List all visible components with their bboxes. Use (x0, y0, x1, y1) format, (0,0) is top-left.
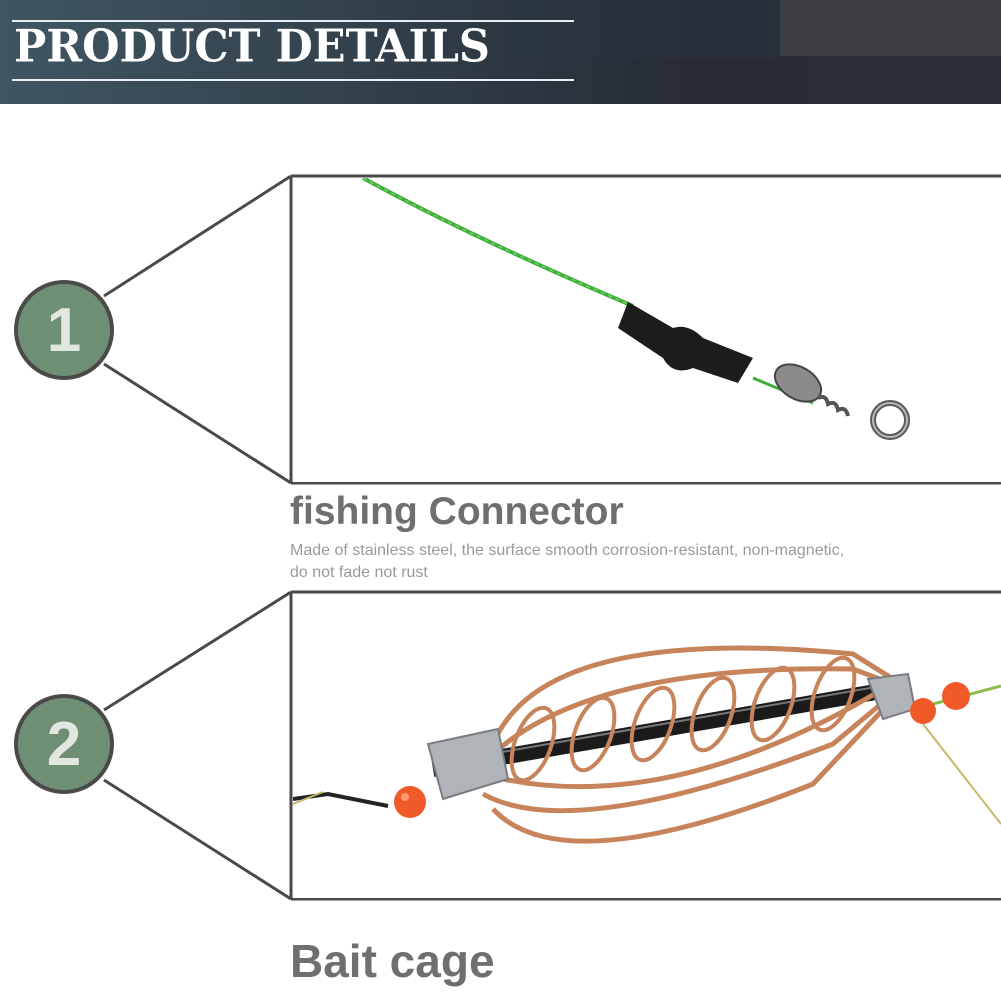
connector-photo (293, 178, 1001, 482)
item-number-badge-2: 2 (14, 694, 114, 794)
item-heading-bait-cage: Bait cage (290, 935, 495, 987)
header-banner: PRODUCT DETAILS (0, 0, 1001, 104)
item-heading-connector: fishing Connector (290, 490, 624, 533)
banner-top-rule (12, 20, 574, 22)
item-number-badge-1: 1 (14, 280, 114, 380)
bait-cage-photo (293, 594, 1001, 898)
banner-title: PRODUCT DETAILS (14, 20, 490, 74)
item-description-connector: Made of stainless steel, the surface smo… (290, 542, 845, 581)
banner-bottom-rule (12, 79, 574, 81)
